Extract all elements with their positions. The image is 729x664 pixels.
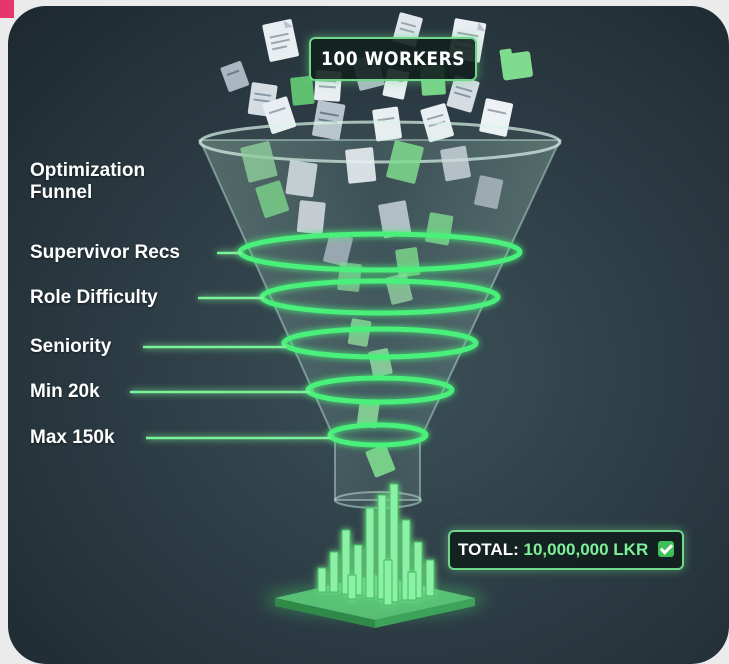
document-icon: [365, 444, 396, 478]
total-label: TOTAL:: [458, 540, 519, 559]
document-icon: [499, 48, 533, 81]
output-bars: [265, 483, 485, 628]
total-value: 10,000,000 LKR: [523, 540, 649, 559]
filter-ring-max: [327, 422, 429, 448]
document-icon: [440, 145, 471, 182]
document-icon: [240, 141, 278, 183]
workers-count-badge: 100 WORKERS: [309, 37, 478, 81]
document-icon: [425, 212, 454, 246]
document-icon: [262, 19, 299, 62]
filter-ring-min: [305, 375, 455, 405]
document-icon: [323, 232, 353, 267]
filter-ring-seniority: [281, 326, 479, 360]
total-badge: TOTAL: 10,000,000 LKR: [448, 530, 684, 570]
document-icon: [345, 147, 377, 184]
document-icon: [386, 140, 424, 184]
document-icon: [337, 262, 362, 292]
corner-marker: [0, 0, 14, 18]
checkmark-icon: [657, 541, 674, 557]
document-icon: [446, 75, 480, 113]
document-icon: [474, 175, 504, 209]
document-icon: [285, 160, 318, 198]
document-icon: [290, 75, 315, 106]
document-icon: [356, 400, 380, 429]
document-icon: [372, 106, 402, 142]
label-connectors: [130, 251, 331, 440]
document-icon: [296, 200, 326, 235]
document-icon: [220, 61, 250, 92]
document-icon: [255, 180, 290, 218]
document-icon: [378, 200, 412, 239]
filter-rings: [237, 231, 523, 448]
document-icon: [347, 318, 372, 347]
document-icon: [395, 247, 421, 278]
